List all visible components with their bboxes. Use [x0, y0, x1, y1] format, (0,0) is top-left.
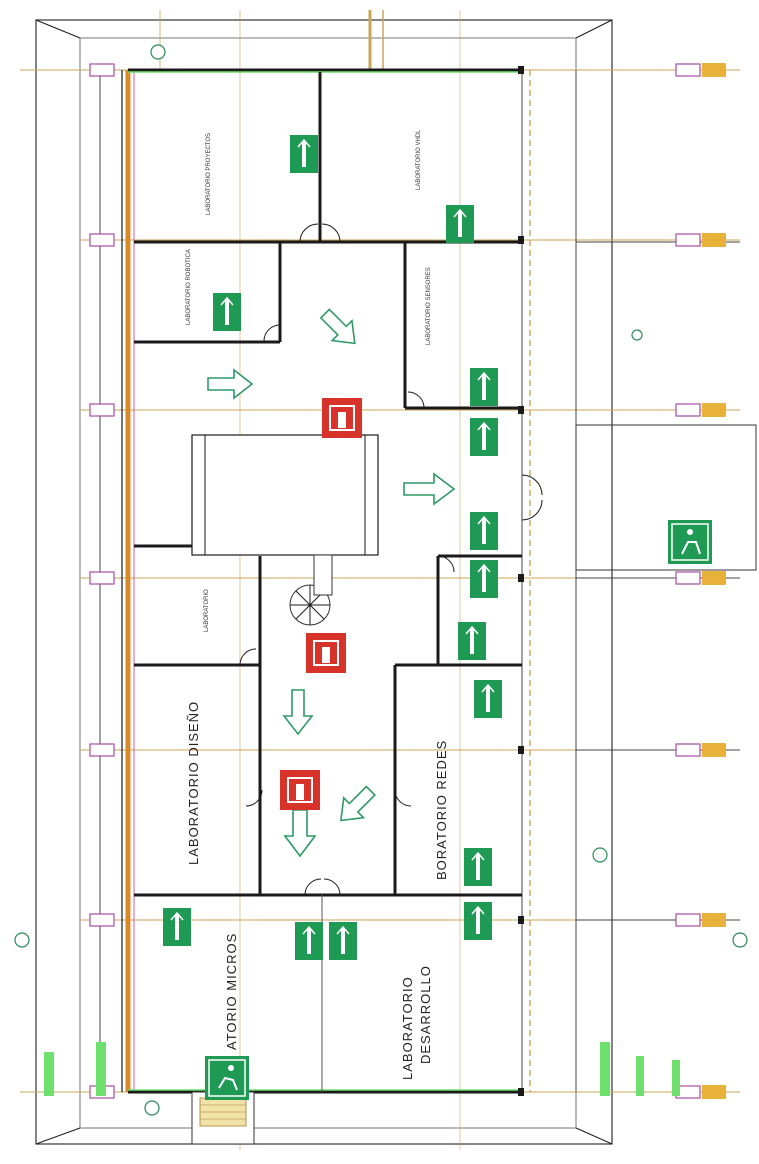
- exit-sign-icon: [458, 622, 486, 660]
- pillar-marker: [518, 236, 524, 244]
- column-marker: [675, 233, 701, 247]
- footing-marker: [702, 743, 726, 757]
- emergency-exit-runner-icon: [205, 1056, 249, 1100]
- column-marker: [89, 913, 115, 927]
- column-marker: [89, 571, 115, 585]
- fire-extinguisher-icon: [280, 770, 320, 810]
- pillar-marker: [518, 1088, 524, 1096]
- emergency-exit-runner-icon: [668, 520, 712, 564]
- pillar-marker: [518, 746, 524, 754]
- evacuation-arrow-icon: [282, 689, 314, 736]
- evacuation-arrow-icon: [403, 472, 456, 506]
- exit-sign-icon: [295, 922, 323, 960]
- fire-extinguisher-icon: [306, 633, 346, 673]
- spiral-stair-icon: [289, 554, 333, 626]
- grid-bubbles: [14, 44, 748, 1116]
- exit-sign-icon: [470, 368, 498, 406]
- room-labels: LABORATORIO DESARROLLO ATORIO MICROS LAB…: [186, 129, 449, 1080]
- column-marker: [675, 63, 701, 77]
- exit-sign-icon: [329, 922, 357, 960]
- room-label-micros: ATORIO MICROS: [224, 933, 239, 1050]
- doors: [239, 223, 543, 896]
- footing-marker: [702, 913, 726, 927]
- pillar-marker: [518, 574, 524, 582]
- exit-sign-icon: [213, 293, 241, 331]
- room-label-diseno: LABORATORIO DISEÑO: [186, 701, 201, 865]
- room-label-proyectos: LABORATORIO PROYECTOS: [206, 133, 212, 215]
- room-label-desarrollo: LABORATORIO: [400, 976, 415, 1080]
- column-marker: [89, 63, 115, 77]
- column-marker: [89, 403, 115, 417]
- exit-sign-icon: [474, 680, 502, 718]
- room-label-small: LABORATORIO: [204, 589, 210, 632]
- fire-signs: [280, 398, 362, 810]
- evacuation-arrow-icon: [339, 785, 376, 822]
- room-label-vhdl: LABORATORIO VHDL: [416, 129, 422, 190]
- grid-bubble-icon: [592, 847, 608, 863]
- site-markers: [44, 1042, 680, 1096]
- exit-signs: [163, 135, 502, 960]
- pillar-marker: [518, 406, 524, 414]
- evacuation-arrow-icon: [283, 809, 317, 858]
- entrance-steps: [191, 1091, 255, 1145]
- exit-sign-icon: [470, 418, 498, 456]
- evacuation-arrows: [207, 308, 456, 858]
- fire-extinguisher-icon: [322, 398, 362, 438]
- grid-bubble-icon: [14, 932, 30, 948]
- room-label-robotica: LABORATORIO ROBOTICA: [186, 249, 192, 325]
- column-marker: [89, 743, 115, 757]
- column-marker: [675, 571, 701, 585]
- footing-marker: [702, 233, 726, 247]
- pillar-marker: [518, 66, 524, 74]
- exit-sign-icon: [470, 560, 498, 598]
- grid-bubble-icon: [150, 44, 166, 60]
- footing-marker: [702, 403, 726, 417]
- pillar-marker: [518, 916, 524, 924]
- exit-sign-icon: [290, 135, 318, 173]
- grid-bubble-icon: [631, 329, 643, 341]
- footing-marker: [702, 571, 726, 585]
- footing-marker: [702, 63, 726, 77]
- grid-bubble-icon: [732, 932, 748, 948]
- room-label-redes: BORATORIO REDES: [434, 740, 449, 880]
- right-annex: [575, 241, 757, 921]
- grid-bubble-icon: [144, 1100, 160, 1116]
- room-label-desarrollo-2: DESARROLLO: [418, 965, 433, 1064]
- exit-sign-icon: [464, 902, 492, 940]
- column-marker: [89, 233, 115, 247]
- central-core: [191, 434, 379, 556]
- footing-marker: [702, 1085, 726, 1099]
- exit-sign-icon: [163, 908, 191, 946]
- column-marker: [675, 913, 701, 927]
- exit-sign-icon: [464, 848, 492, 886]
- room-label-sensores: LABORATORIO SENSORES: [426, 267, 432, 345]
- evacuation-arrow-icon: [319, 308, 356, 345]
- columns: [89, 63, 726, 1099]
- column-marker: [675, 743, 701, 757]
- column-marker: [675, 403, 701, 417]
- exit-sign-icon: [470, 512, 498, 550]
- evacuation-arrow-icon: [207, 368, 254, 400]
- exit-sign-icon: [446, 205, 474, 243]
